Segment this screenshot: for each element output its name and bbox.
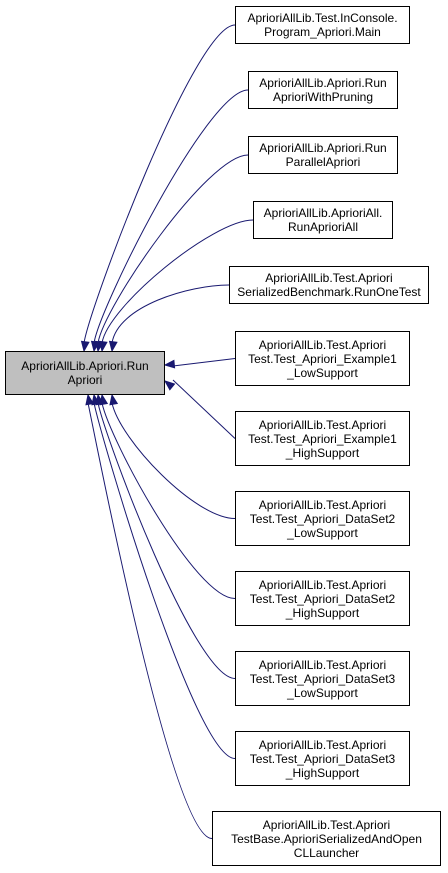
arrowhead-ex1-high: [163, 380, 176, 391]
caller-node-ds2-high-label-line: AprioriAllLib.Test.Apriori: [258, 577, 387, 592]
caller-node-main-label-line: Program_Apriori.Main: [264, 25, 381, 39]
caller-node-aprioriall[interactable]: AprioriAllLib.AprioriAll.RunAprioriAll: [253, 201, 393, 239]
caller-node-ds2-low-label-line: AprioriAllLib.Test.Apriori: [258, 497, 387, 512]
edge-parallel: [97, 154, 249, 344]
caller-node-main-label-line: AprioriAllLib.Test.InConsole.: [247, 11, 398, 25]
caller-node-ds3-high-label-line: AprioriAllLib.Test.Apriori: [258, 737, 387, 752]
caller-node-opencl-label-line: TestBase.AprioriSerializedAndOpen: [231, 831, 422, 846]
caller-node-ex1-high-label-line: _HighSupport: [285, 445, 360, 460]
focus-node-run-apriori-label-line: Apriori: [67, 373, 103, 387]
arrowhead-ex1-low: [163, 359, 176, 369]
caller-node-benchmark-label-line: SerializedBenchmark.RunOneTest: [237, 285, 421, 299]
caller-node-ds2-high-label-line: Test.Test_Apriori_DataSet2: [249, 591, 396, 606]
edge-ds2-low: [111, 402, 236, 519]
arrowhead-opencl: [85, 393, 95, 406]
caller-node-pruning-label-line: AprioriAllLib.Apriori.Run: [259, 76, 387, 90]
edge-ds2-high: [101, 402, 236, 599]
edge-pruning: [93, 89, 249, 344]
caller-node-aprioriall-label-line: AprioriAllLib.AprioriAll.: [263, 206, 383, 220]
focus-node-run-apriori-label-line: AprioriAllLib.Apriori.Run: [21, 359, 149, 373]
edge-opencl: [87, 402, 213, 839]
caller-node-ex1-low-label-line: Test.Test_Apriori_Example1: [248, 351, 397, 366]
caller-node-opencl-label-line: AprioriAllLib.Test.Apriori: [262, 817, 391, 832]
caller-node-parallel-label-line: ParallelApriori: [285, 155, 361, 169]
arrowhead-aprioriall: [98, 340, 108, 353]
caller-node-parallel-label-line: AprioriAllLib.Apriori.Run: [259, 141, 387, 155]
arrowhead-benchmark: [108, 340, 118, 353]
caller-node-benchmark-label-line: AprioriAllLib.Test.Apriori: [265, 271, 393, 285]
caller-node-ds2-low-label-line: Test.Test_Apriori_DataSet2: [249, 511, 396, 526]
caller-node-ds3-high-label-line: Test.Test_Apriori_DataSet3: [249, 751, 396, 766]
edge-aprioriall: [101, 219, 254, 344]
caller-node-opencl-label-line: CLLauncher: [293, 845, 360, 860]
edge-ds3-low: [97, 402, 236, 679]
caller-node-pruning-label-line: AprioriWithPruning: [272, 90, 374, 104]
caller-node-ds3-high-label-line: _HighSupport: [285, 765, 360, 780]
arrowhead-main: [80, 340, 90, 353]
edge-ex1-high: [172, 379, 236, 439]
caller-node-ex1-low-label-line: _LowSupport: [287, 365, 358, 380]
edge-ds3-high: [93, 402, 236, 759]
caller-node-main[interactable]: AprioriAllLib.Test.InConsole.Program_Apr…: [235, 6, 410, 44]
edge-main: [83, 24, 236, 344]
caller-node-ex1-low-label-line: AprioriAllLib.Test.Apriori: [258, 337, 387, 352]
edge-ex1-low: [172, 358, 236, 367]
caller-node-ex1-high-label-line: Test.Test_Apriori_Example1: [248, 431, 397, 446]
edge-benchmark: [111, 284, 230, 344]
caller-node-aprioriall-label-line: RunAprioriAll: [287, 220, 359, 234]
caller-node-ds3-low-label-line: Test.Test_Apriori_DataSet3: [249, 671, 396, 686]
caller-node-ds2-high-label-line: _HighSupport: [285, 605, 360, 620]
caller-node-ds2-low-label-line: _LowSupport: [287, 525, 358, 540]
arrowhead-ds2-low: [109, 393, 119, 406]
arrowhead-ds3-high: [91, 393, 101, 406]
caller-node-ds3-low-label-line: _LowSupport: [287, 685, 358, 700]
caller-node-ex1-high-label-line: AprioriAllLib.Test.Apriori: [258, 417, 387, 432]
caller-node-ds3-low-label-line: AprioriAllLib.Test.Apriori: [258, 657, 387, 672]
